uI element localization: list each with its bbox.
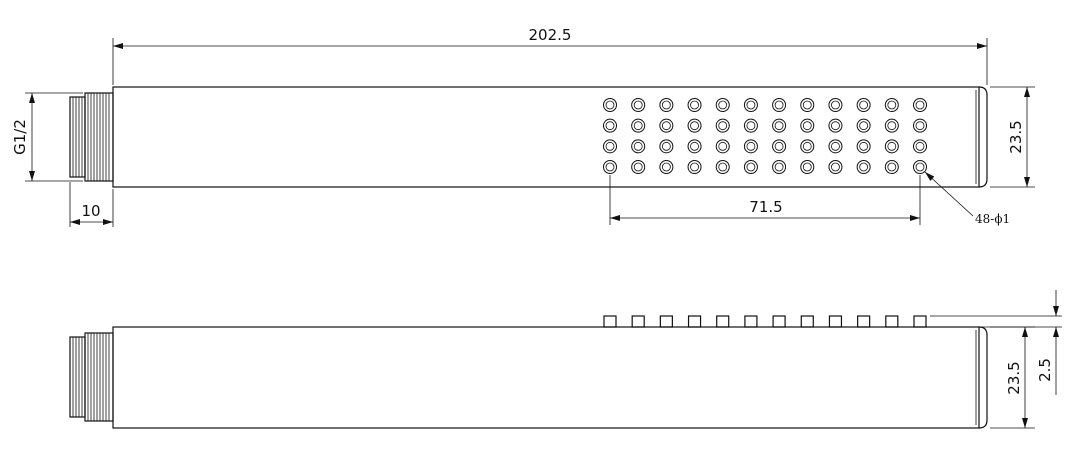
dimension-side-width: 23.5: [990, 326, 1035, 429]
nozzle-hole: [603, 139, 617, 154]
side-nozzle-row: [603, 315, 927, 328]
side-nozzle: [828, 315, 843, 328]
nozzle-hole: [743, 98, 758, 112]
side-view: [69, 315, 988, 429]
dimension-nozzle-height: 2.5: [930, 290, 1062, 395]
top-thread-connector: [69, 92, 114, 182]
nozzle-hole: [772, 98, 787, 112]
side-nozzle: [857, 315, 871, 328]
nozzle-hole: [800, 118, 815, 133]
side-nozzle: [631, 315, 645, 328]
side-nozzle: [913, 315, 927, 328]
side-thread-connector: [69, 332, 114, 422]
nozzle-hole: [884, 160, 899, 174]
side-width-label: 23.5: [1005, 361, 1023, 394]
thread-length-label: 10: [81, 202, 100, 220]
side-handle-body: [112, 326, 980, 429]
top-end-cap: [978, 86, 988, 188]
nozzle-hole: [856, 160, 871, 174]
top-handle-body: [112, 86, 980, 188]
overall-length-label: 202.5: [529, 26, 572, 44]
side-nozzle: [772, 315, 786, 328]
nozzle-hole: [856, 139, 871, 154]
nozzle-hole: [603, 98, 617, 112]
nozzle-hole: [687, 160, 702, 174]
nozzle-hole: [856, 98, 871, 112]
nozzle-hole: [800, 139, 815, 154]
hole-callout-label: 48-ϕ1: [975, 212, 1010, 226]
nozzle-hole: [631, 139, 646, 154]
nozzle-hole: [631, 118, 646, 133]
side-nozzle: [603, 315, 617, 328]
nozzle-hole: [828, 98, 843, 112]
dimension-overall-length: 202.5: [112, 26, 988, 85]
nozzle-hole: [800, 160, 815, 174]
nozzle-hole: [828, 160, 843, 174]
nozzle-hole: [772, 139, 787, 154]
nozzle-hole: [743, 139, 758, 154]
nozzle-hole: [659, 118, 674, 133]
nozzle-hole: [603, 160, 617, 174]
nozzle-hole: [687, 98, 702, 112]
nozzle-hole: [715, 139, 730, 154]
nozzle-hole: [715, 98, 730, 112]
nozzle-hole: [884, 118, 899, 133]
thread-size-label: G1/2: [11, 119, 29, 155]
nozzle-grid: [603, 98, 927, 174]
nozzle-hole: [772, 118, 787, 133]
nozzle-hole: [603, 118, 617, 133]
nozzle-hole: [687, 118, 702, 133]
nozzle-hole: [913, 160, 927, 174]
nozzle-hole: [913, 118, 927, 133]
nozzle-hole: [913, 98, 927, 112]
nozzle-hole: [659, 139, 674, 154]
nozzle-hole: [828, 118, 843, 133]
nozzle-hole: [884, 139, 899, 154]
side-end-cap: [978, 326, 988, 429]
nozzle-hole: [884, 98, 899, 112]
dimension-top-width: 23.5: [990, 86, 1035, 188]
nozzle-hole: [856, 118, 871, 133]
nozzle-hole: [659, 160, 674, 174]
dimension-thread-size: G1/2: [11, 92, 83, 182]
nozzle-hole: [772, 160, 787, 174]
nozzle-height-label: 2.5: [1036, 358, 1054, 382]
nozzle-hole: [687, 139, 702, 154]
nozzle-hole: [631, 160, 646, 174]
side-nozzle: [885, 315, 899, 328]
nozzle-hole: [743, 160, 758, 174]
nozzle-hole: [715, 118, 730, 133]
hole-span-label: 71.5: [749, 198, 782, 216]
side-nozzle: [744, 315, 758, 328]
nozzle-hole: [743, 118, 758, 133]
dimension-hole-span: 71.5: [609, 175, 921, 225]
side-nozzle: [659, 315, 673, 328]
hole-callout: 48-ϕ1: [924, 171, 1010, 226]
nozzle-hole: [913, 139, 927, 154]
top-view: [69, 86, 988, 188]
side-nozzle: [687, 315, 702, 328]
side-nozzle: [716, 315, 730, 328]
nozzle-hole: [715, 160, 730, 174]
nozzle-hole: [659, 98, 674, 112]
side-nozzle: [800, 315, 814, 328]
nozzle-hole: [800, 98, 815, 112]
top-width-label: 23.5: [1007, 120, 1025, 153]
nozzle-hole: [828, 139, 843, 154]
dimension-thread-length: 10: [69, 182, 114, 227]
nozzle-hole: [631, 98, 646, 112]
